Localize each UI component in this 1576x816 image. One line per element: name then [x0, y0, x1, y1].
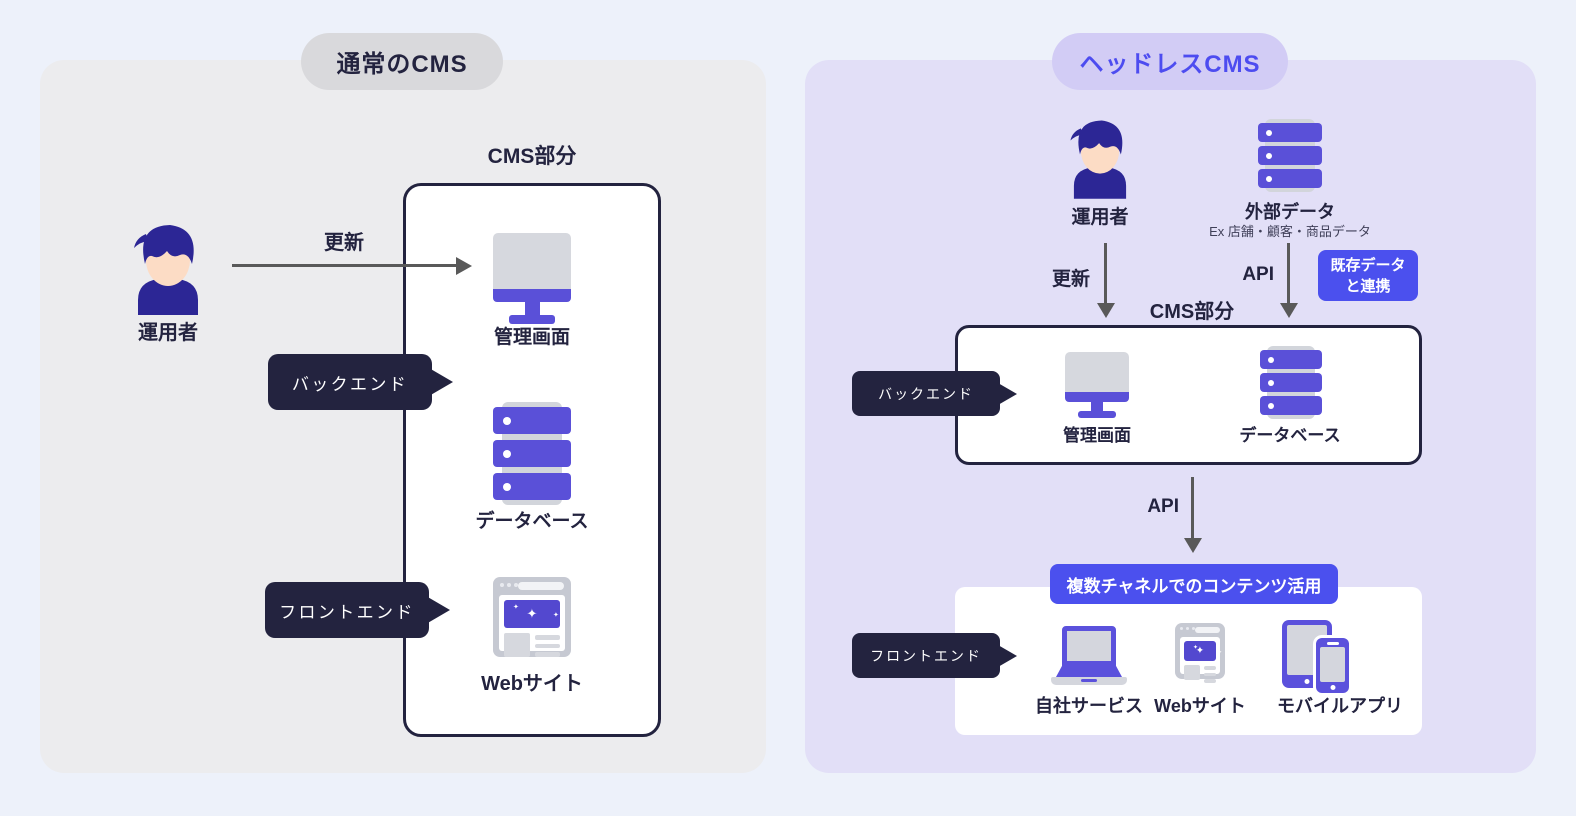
right-backend-bubble: バックエンド [852, 371, 1000, 416]
left-website-icon [493, 577, 571, 657]
left-operator-label: 運用者 [138, 322, 198, 344]
left-update-arrow [232, 264, 457, 267]
left-database-icon [493, 402, 571, 505]
mobile-phone-icon [1316, 638, 1349, 693]
right-website-icon [1175, 623, 1225, 683]
right-backend-label: バックエンド [878, 385, 974, 402]
left-frontend-label: フロントエンド [279, 602, 415, 622]
own-service-label: 自社サービス [1035, 696, 1143, 716]
left-cms-section-label: CMS部分 [487, 145, 577, 168]
right-api-in-label: API [1242, 264, 1274, 285]
existing-data-line1: 既存データ [1330, 256, 1406, 274]
external-data-example: Ex 店舗・顧客・商品データ [1209, 224, 1371, 239]
left-admin-monitor-icon [493, 233, 571, 324]
right-database-label: データベース [1239, 426, 1341, 445]
right-database-icon [1260, 346, 1322, 419]
left-admin-label: 管理画面 [493, 327, 570, 348]
left-update-label: 更新 [324, 232, 364, 254]
external-data-label: 外部データ [1245, 202, 1335, 222]
right-frontend-label: フロントエンド [870, 647, 982, 664]
right-operator-person-icon [1070, 120, 1127, 199]
own-service-laptop-icon [1051, 626, 1127, 685]
channels-badge: 複数チャネルでのコンテンツ活用 [1050, 564, 1338, 604]
external-data-icon [1258, 119, 1322, 192]
left-website-label: Webサイト [481, 673, 583, 695]
left-database-label: データベース [475, 511, 589, 532]
right-operator-label: 運用者 [1071, 207, 1129, 228]
left-frontend-bubble: フロントエンド [265, 582, 429, 638]
operator-person-icon [134, 225, 198, 315]
right-frontend-bubble: フロントエンド [852, 633, 1000, 678]
mobile-app-label: モバイルアプリ [1277, 696, 1403, 716]
left-backend-bubble: バックエンド [268, 354, 432, 410]
right-admin-monitor-icon [1065, 352, 1129, 418]
right-cms-section-label: CMS部分 [1149, 301, 1235, 323]
headless-cms-title-pill: ヘッドレスCMS [1052, 33, 1288, 90]
right-website-label: Webサイト [1154, 696, 1246, 716]
normal-cms-title: 通常のCMS [336, 51, 468, 78]
right-api-out-label: API [1147, 496, 1179, 517]
right-admin-label: 管理画面 [1063, 426, 1131, 445]
channels-label: 複数チャネルでのコンテンツ活用 [1066, 576, 1322, 596]
right-update-arrow [1104, 243, 1107, 304]
left-backend-label: バックエンド [291, 374, 409, 394]
existing-data-line2: と連携 [1345, 277, 1391, 295]
right-api-out-arrow [1191, 477, 1194, 539]
existing-data-badge: 既存データ と連携 [1318, 250, 1418, 301]
right-update-label: 更新 [1051, 269, 1090, 290]
headless-cms-title: ヘッドレスCMS [1079, 51, 1261, 78]
right-api-in-arrow [1287, 243, 1290, 304]
normal-cms-title-pill: 通常のCMS [301, 33, 503, 90]
